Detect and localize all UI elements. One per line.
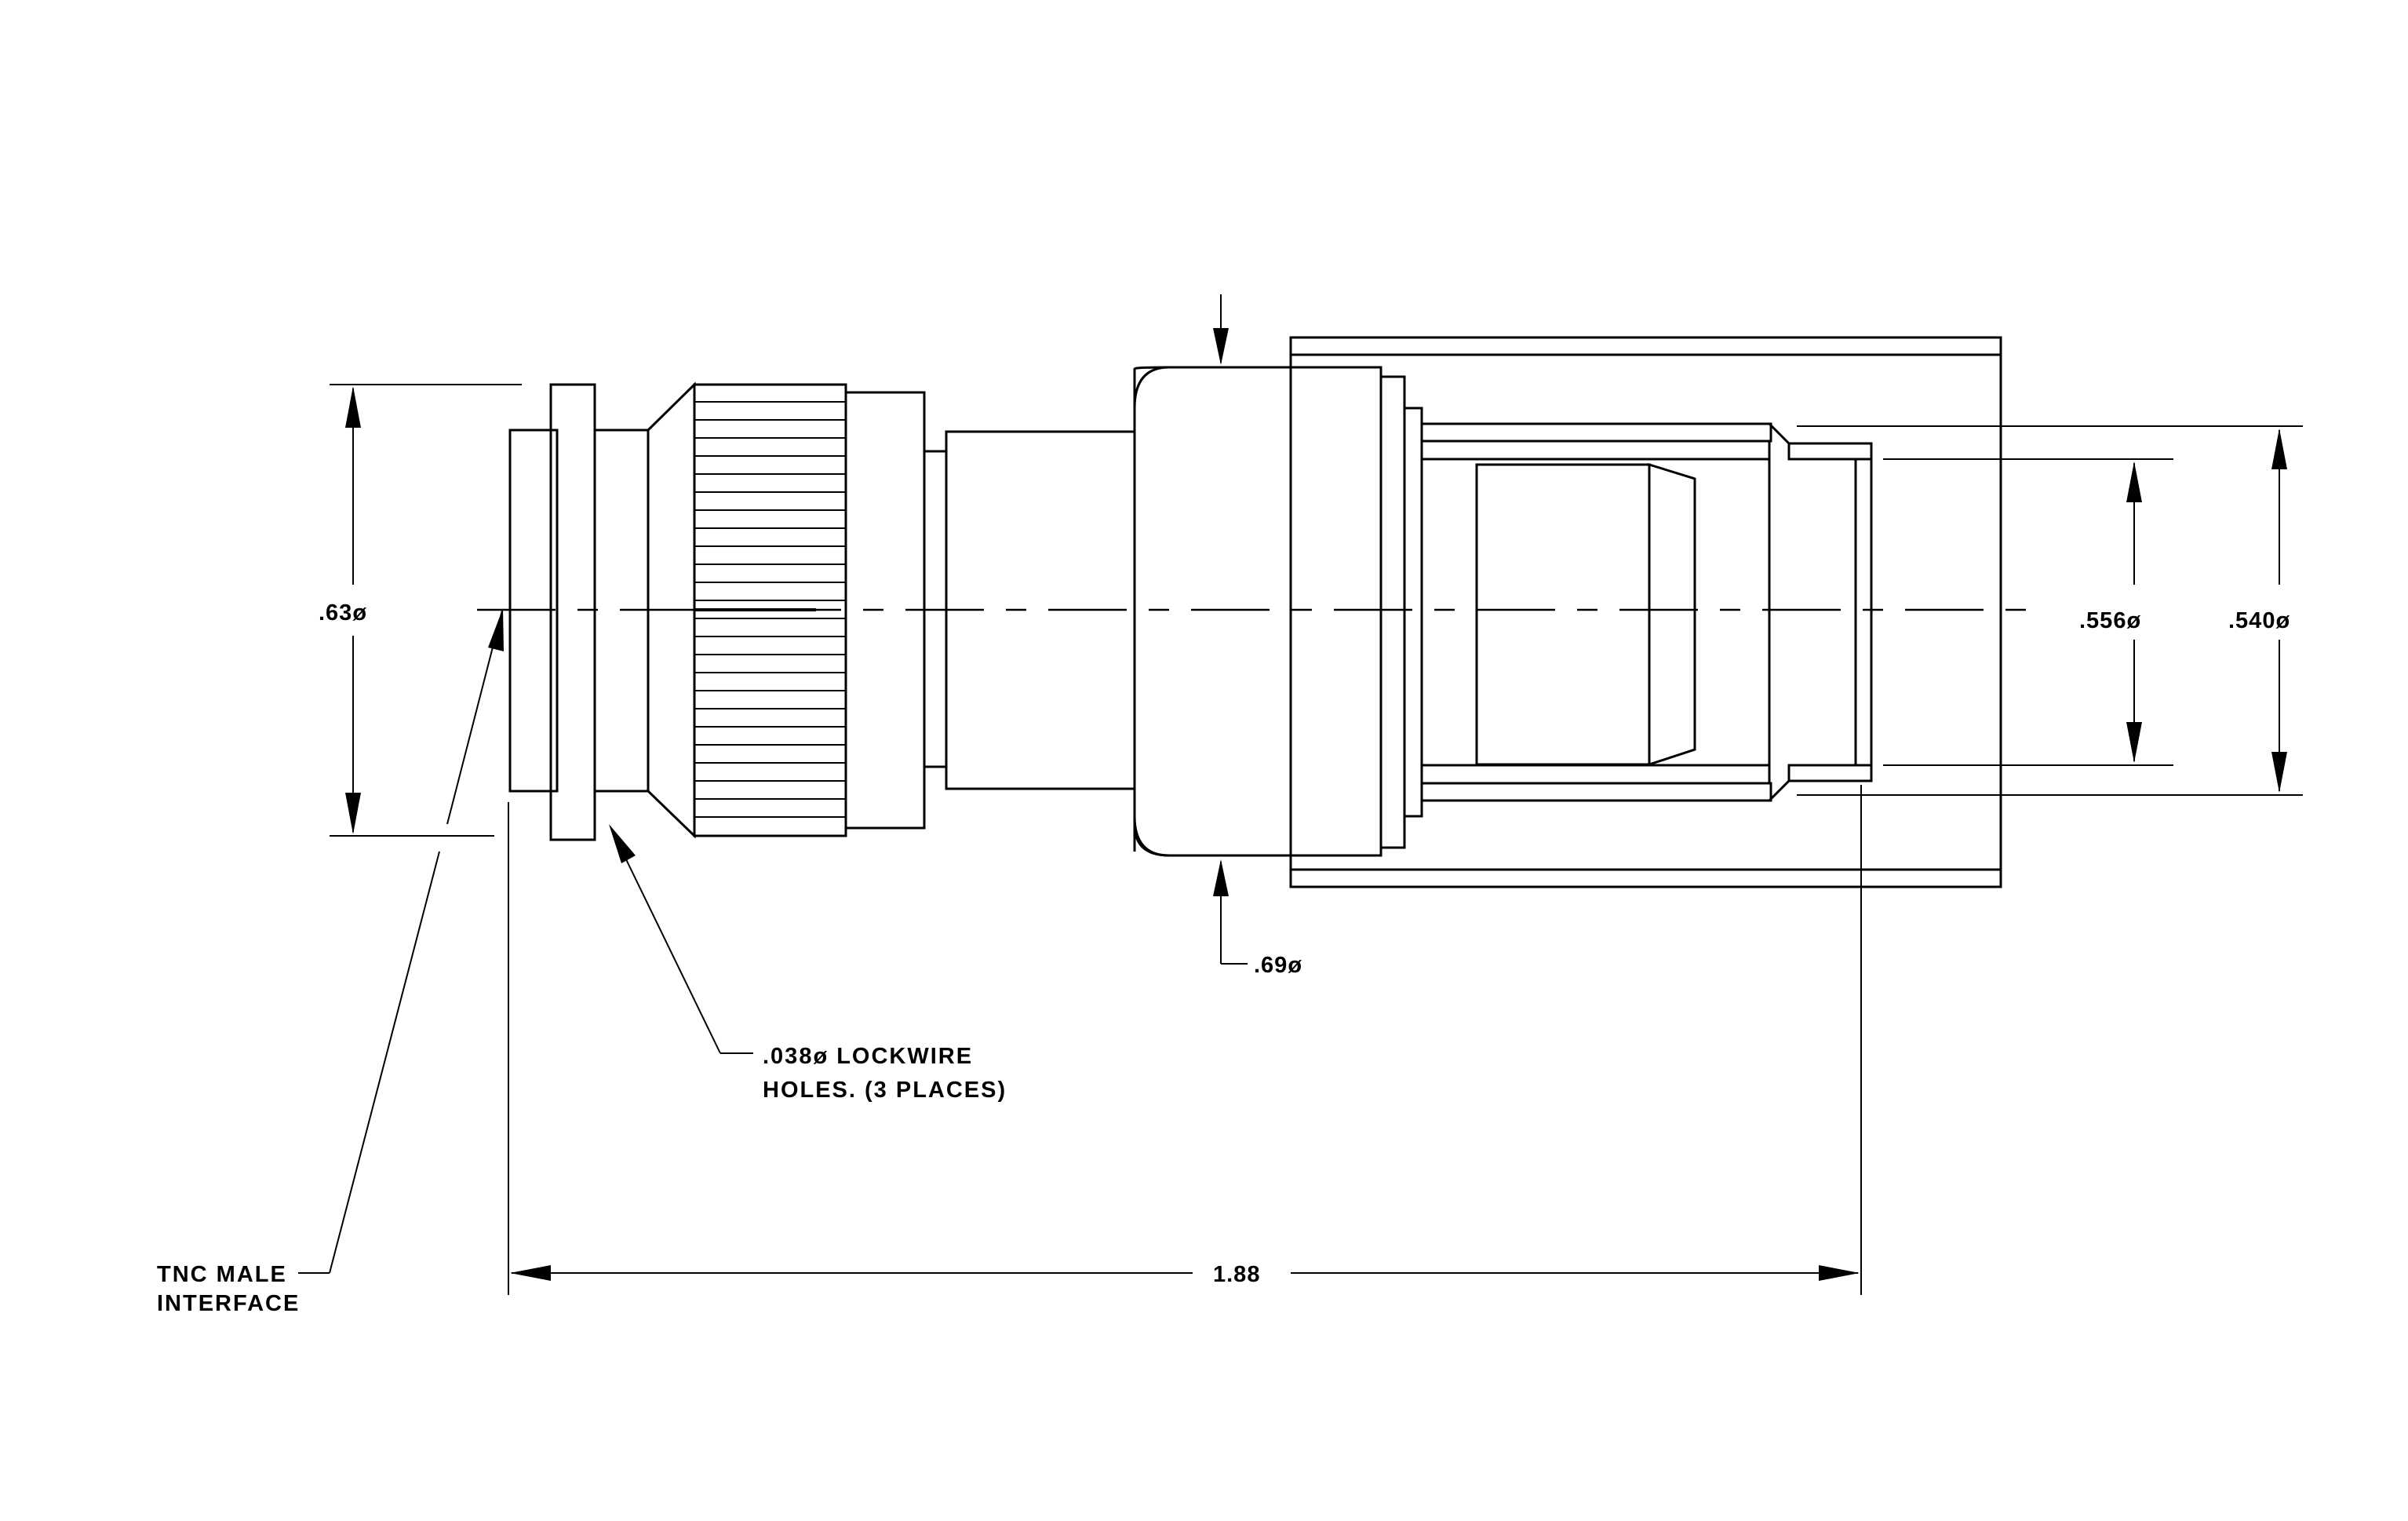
dim-063-label: .63ø: [319, 600, 367, 626]
dim-069: .69ø: [1213, 294, 1302, 978]
dim-069-label: .69ø: [1254, 953, 1302, 978]
note-tnc-interface: TNC MALE INTERFACE: [157, 608, 504, 1316]
dim-0540-label: .540ø: [2228, 608, 2290, 633]
dim-188: 1.88: [508, 785, 1862, 1295]
dim-0556: .556ø: [1883, 458, 2173, 766]
note-lockwire: .038ø LOCKWIRE HOLES. (3 PLACES): [609, 824, 1007, 1103]
inner-contact-tube: [1420, 422, 1873, 802]
knurled-coupling-nut: [693, 383, 926, 837]
note-tnc-line1: TNC MALE: [157, 1262, 287, 1287]
note-lockwire-line1: .038ø LOCKWIRE: [763, 1044, 973, 1069]
dim-188-label: 1.88: [1213, 1262, 1260, 1287]
tnc-interface-body: [508, 381, 696, 841]
dim-063: .63ø: [319, 384, 522, 837]
note-lockwire-line2: HOLES. (3 PLACES): [763, 1078, 1007, 1103]
adapter-body: [923, 366, 1423, 857]
dim-0540: .540ø: [1797, 425, 2303, 796]
note-tnc-line2: INTERFACE: [157, 1291, 300, 1316]
outer-sleeve: [1289, 336, 2002, 888]
insulator-crosshatch: [1475, 462, 1696, 767]
dim-0556-label: .556ø: [2079, 608, 2141, 633]
